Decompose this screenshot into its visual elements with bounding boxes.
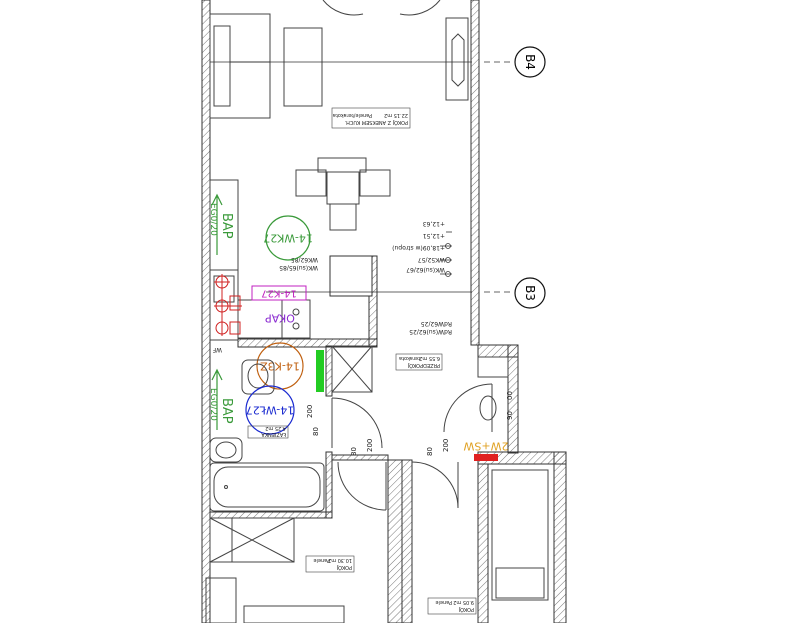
axis-b3: B3 — [514, 277, 546, 309]
room-tag-room2-title: POKÓJ — [459, 606, 474, 613]
bap-top-label: BAP — [219, 213, 234, 239]
sofa — [209, 13, 271, 119]
dim-00: 00 — [506, 391, 514, 400]
room-tag-room2-finish: Panele — [435, 599, 452, 605]
level-arrows — [440, 231, 452, 277]
vent-bar — [316, 350, 324, 392]
room-tag-living: POKÓJ Z ANEKSEM KUCH. 22.15 m2 Panele/te… — [331, 107, 411, 129]
level-line-1: +18,09(w stropu) — [392, 244, 445, 251]
bap-bottom-sub: EG0/20 — [208, 388, 218, 421]
room-tag-room1-finish: Panele — [313, 557, 330, 563]
rdw-marks: RdW(su)62/25 RdW62/25 — [409, 320, 452, 335]
bap-bottom-label: BAP — [219, 398, 234, 424]
doors — [331, 356, 509, 511]
wall-right-lower — [553, 451, 567, 623]
rdw-1: RdW(su)62/25 — [409, 328, 452, 335]
dim-90: 90 — [506, 411, 514, 420]
wardrobe-hall — [331, 345, 373, 393]
arrow-icon — [211, 193, 223, 255]
bath-socket: 14-WŁ27 — [245, 385, 295, 435]
wall-room2-right — [477, 463, 489, 623]
ref-tag: 2W+SW — [463, 440, 508, 461]
level-code-2: WK52/57 — [418, 256, 445, 263]
room-tag-room2-area: 9.05 m2 — [453, 599, 474, 605]
dim-80b: 80 — [350, 447, 358, 456]
ref-tag-label: 2W+SW — [463, 440, 508, 453]
room-tag-bath-area: 4.25 m2 — [265, 425, 286, 431]
wall-kitchen-horizontal — [237, 338, 378, 348]
room-tag-living-title: POKÓJ Z ANEKSEM KUCH. — [344, 119, 408, 126]
room-tag-living-area: 22.15 m2 — [384, 112, 408, 118]
room-tag-bath-title: ŁAZIENKA — [261, 431, 287, 437]
axis-b4: B4 — [514, 46, 546, 78]
level-code-3: WK(su)65/85 — [279, 264, 318, 271]
kitchen-socket: 14-WK27 — [263, 215, 313, 261]
room-tag-room1-title: POKÓJ — [337, 564, 352, 571]
radiator-hall: 14-K3Z — [256, 342, 304, 390]
tv-cabinet — [445, 17, 469, 101]
room-tag-bath: ŁAZIENKA 4.25 m2 — [247, 425, 289, 439]
level-marks: WK(su)62/67 WK52/57 +18,09(w stropu) +12… — [392, 220, 445, 273]
room-tag-living-finish: Panele/terakota — [333, 112, 372, 118]
room-tag-hall-title: PRZEDPOKÓJ — [408, 362, 440, 369]
bap-bottom: BAP EG0/20 — [208, 388, 234, 424]
red-marker — [474, 454, 498, 461]
dim-200b: 200 — [366, 439, 374, 452]
ottoman — [283, 27, 323, 107]
level-code-1: WK(su)62/67 — [406, 266, 445, 273]
wall-left — [201, 0, 211, 623]
radiator-kitchen: 14-K27 — [251, 285, 307, 301]
wall-corridor-right — [401, 459, 413, 623]
wall-corridor-mid — [387, 459, 403, 623]
room-tag-hall-finish: terakota — [399, 355, 420, 361]
okap: OKAP — [265, 312, 295, 325]
radiator-hall-label: 14-K3Z — [260, 360, 300, 373]
wall-hall — [325, 345, 333, 397]
grid-lines — [210, 61, 512, 293]
room-tag-hall-area: 6.55 m2 — [419, 355, 440, 361]
bap-top-sub: EG0/20 — [208, 203, 218, 236]
walls — [201, 0, 567, 623]
bap-top: BAP EG0/20 — [208, 203, 234, 239]
lower-rooms — [205, 469, 549, 623]
room-tag-room1: POKÓJ 10.30 m2 Panele — [305, 555, 355, 573]
room-tag-hall: PRZEDPOKÓJ 6.55 m2 terakota — [395, 353, 443, 371]
wf-label: WF — [212, 346, 222, 353]
dining-table — [326, 171, 360, 205]
wall-hall-lower — [325, 451, 333, 519]
rdw-2: RdW62/25 — [421, 320, 452, 327]
wall-cabinet-block — [329, 255, 373, 297]
axis-b4-label: B4 — [523, 54, 537, 70]
dim-200a: 200 — [306, 405, 314, 418]
dim-200c: 200 — [442, 439, 450, 452]
level-line-2: +12,51 — [423, 232, 445, 239]
level-code-4: WK62/85 — [291, 256, 318, 263]
level-codes-kitchen: WK(su)65/85 WK62/85 — [279, 256, 318, 271]
dimensions: 200 80 200 80 80 200 00 90 — [306, 391, 514, 456]
level-line-3: +12,63 — [423, 220, 445, 227]
room-tag-room2: POKÓJ 9.05 m2 Panele — [427, 597, 477, 615]
wall-bath-bottom — [209, 511, 333, 519]
wall-corridor-left — [331, 454, 389, 461]
room-tag-room1-area: 10.30 m2 — [328, 557, 352, 563]
axis-b3-label: B3 — [523, 285, 537, 301]
red-installations — [214, 274, 242, 336]
bath-socket-label: 14-WŁ27 — [246, 404, 295, 417]
radiator-kitchen-label: 14-K27 — [261, 288, 297, 299]
dim-80a: 80 — [312, 427, 320, 436]
arrow-icon — [211, 368, 223, 430]
wall-right-upper — [470, 0, 480, 346]
kitchen-counter — [209, 179, 311, 341]
sofa-back — [213, 25, 231, 107]
kitchen-socket-label: 14-WK27 — [263, 232, 313, 245]
dim-80c: 80 — [426, 447, 434, 456]
bathroom-fixtures — [209, 359, 325, 512]
okap-label: OKAP — [265, 312, 295, 325]
